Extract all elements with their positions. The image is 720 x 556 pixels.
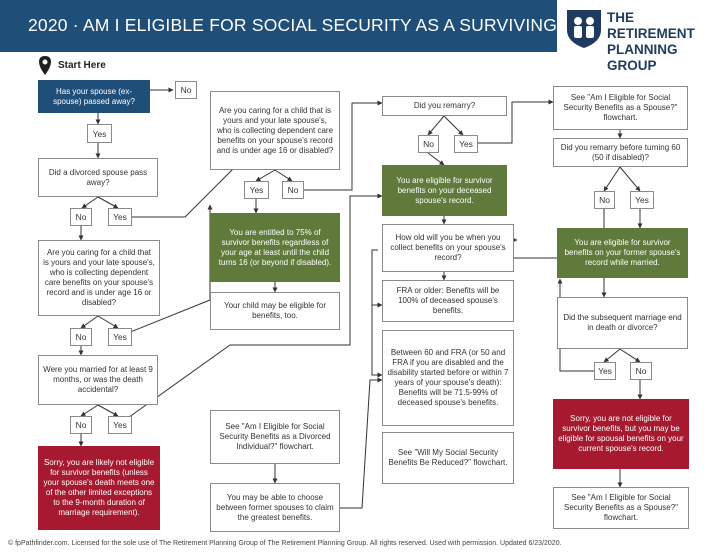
result-not-eligible-9-month: Sorry, you are likely not eligible for s… (38, 446, 160, 530)
logo-line-1: THE RETIREMENT (607, 10, 695, 41)
question-divorced-spouse: Did a divorced spouse pass away? (38, 158, 158, 197)
result-eligible-deceased-record: You are eligible for survivor benefits o… (382, 165, 507, 216)
question-married-9-months: Were you married for at least 9 months, … (38, 355, 158, 405)
question-subsequent-marriage: Did the subsequent marriage end in death… (557, 297, 688, 349)
result-entitled-75-percent: You are entitled to 75% of survivor bene… (210, 213, 340, 282)
logo-text: THE RETIREMENT PLANNING GROUP (607, 10, 720, 74)
answer-yes-caring-left: Yes (108, 328, 132, 346)
retirement-planning-group-logo (567, 10, 601, 48)
question-remarry: Did you remarry? (382, 96, 507, 116)
answer-yes-married9: Yes (108, 416, 132, 434)
answer-no-subsequent: No (630, 362, 652, 380)
answer-yes-remarry: Yes (454, 135, 478, 153)
answer-yes-passed: Yes (87, 124, 112, 143)
question-remarry-before-60: Did you remarry before turning 60 (50 if… (553, 138, 688, 167)
start-here-pin-icon (39, 56, 51, 75)
people-icon (567, 10, 601, 48)
result-fra-or-older: FRA or older: Benefits will be 100% of d… (382, 280, 514, 322)
result-between-60-and-fra: Between 60 and FRA (or 50 and FRA if you… (382, 330, 514, 426)
header-band: 2020 · AM I ELIGIBLE FOR SOCIAL SECURITY… (0, 0, 646, 52)
answer-no-remarry: No (418, 135, 439, 153)
note-child-eligible: Your child may be eligible for benefits,… (210, 292, 340, 330)
answer-yes-caring-mid: Yes (244, 181, 269, 199)
answer-yes-divorced: Yes (108, 208, 132, 226)
reference-spouse-flowchart-top: See "Am I Eligible for Social Security B… (553, 86, 688, 130)
page-title: 2020 · AM I ELIGIBLE FOR SOCIAL SECURITY… (28, 15, 647, 35)
reference-reduced-flowchart: See "Will My Social Security Benefits Be… (382, 432, 514, 484)
answer-no-divorced: No (70, 208, 92, 226)
answer-no-caring-mid: No (282, 181, 304, 199)
question-caring-child-left: Are you caring for a child that is yours… (38, 240, 160, 316)
result-eligible-former-spouse: You are eligible for survivor benefits o… (557, 228, 688, 278)
answer-no-passed: No (175, 81, 197, 99)
answer-no-before60: No (594, 191, 615, 209)
footer-copyright: © fpPathfinder.com. Licensed for the sol… (8, 540, 562, 547)
answer-no-married9: No (70, 416, 92, 434)
question-spouse-passed: Has your spouse (ex-spouse) passed away? (38, 80, 150, 113)
reference-spouse-flowchart-bottom: See "Am I Eligible for Social Security B… (553, 487, 689, 529)
reference-divorced-flowchart: See "Am I Eligible for Social Security B… (210, 410, 340, 464)
answer-yes-before60: Yes (630, 191, 654, 209)
start-here-label: Start Here (58, 60, 106, 71)
answer-no-caring-left: No (70, 328, 92, 346)
result-not-eligible-spousal: Sorry, you are not eligible for survivor… (553, 399, 689, 469)
question-caring-child-mid: Are you caring for a child that is yours… (210, 91, 340, 170)
question-how-old: How old will you be when you collect ben… (382, 224, 514, 272)
logo-line-2: PLANNING GROUP (607, 42, 678, 73)
note-choose-former-spouses: You may be able to choose between former… (210, 483, 340, 532)
answer-yes-subsequent: Yes (594, 362, 616, 380)
